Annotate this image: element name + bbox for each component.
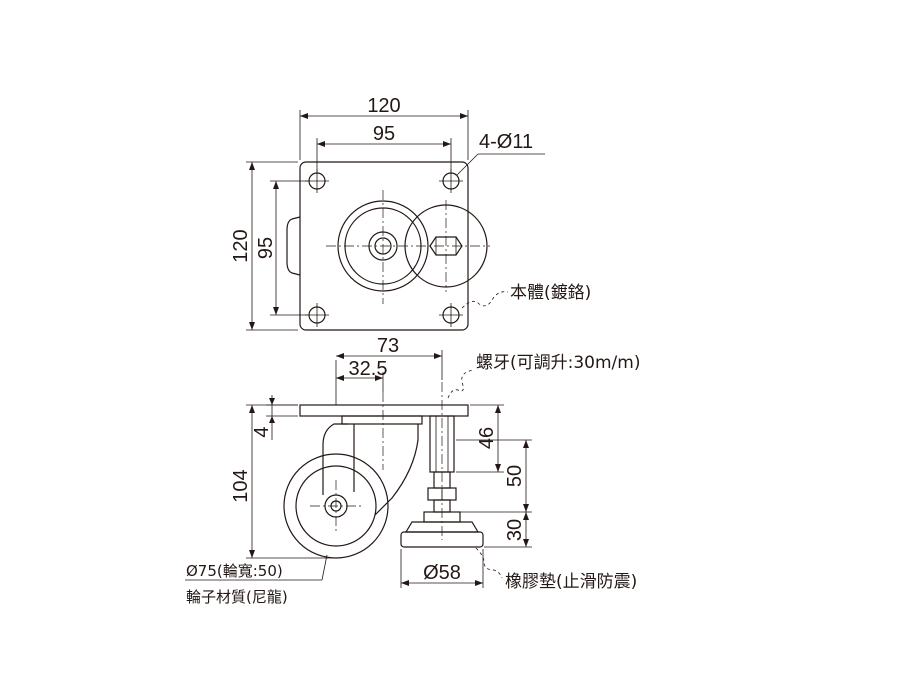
dim-120-width: 120 — [367, 95, 400, 117]
holes-callout: 4-Ø11 — [456, 131, 545, 176]
dim-32-5: 32.5 — [336, 358, 387, 392]
thread-callout: 螺牙(可調升:30m/m) — [447, 353, 640, 399]
leveler-stem — [423, 415, 461, 523]
top-view: 120 95 4-Ø11 120 — [230, 95, 591, 331]
dim-width-holes: 95 — [316, 123, 452, 172]
dim-4-label: 4 — [251, 426, 273, 437]
wheel-callout: Ø75(輪寬:50) 輪子材質(尼龍) — [185, 554, 328, 606]
body-callout: 本體(鍍鉻) — [461, 282, 591, 309]
dim-pad-dia-label: Ø58 — [423, 562, 461, 584]
mount-plate-top — [299, 161, 469, 331]
pad-label: 橡膠墊(止滑防震) — [505, 572, 637, 592]
dim-height-holes: 95 — [255, 180, 308, 316]
dim-104: 104 — [230, 404, 336, 559]
side-view: 73 32.5 4 104 — [185, 335, 640, 606]
dim-73: 73 — [335, 335, 443, 405]
dim-104-label: 104 — [230, 469, 252, 502]
dim-120-height: 120 — [230, 229, 252, 262]
dim-30: 30 — [484, 512, 532, 548]
swivel-housing — [341, 415, 423, 425]
dim-4: 4 — [251, 395, 298, 440]
fork-right — [374, 424, 419, 516]
wheel-label-1: Ø75(輪寬:50) — [186, 562, 283, 580]
holes-label: 4-Ø11 — [479, 131, 533, 153]
dim-50-label: 50 — [504, 465, 526, 487]
mount-plate-side — [299, 404, 469, 417]
dim-32-5-label: 32.5 — [349, 358, 388, 380]
pad-callout: 橡膠墊(止滑防震) — [475, 547, 637, 592]
bolt-holes — [305, 169, 463, 327]
dim-height-outer: 120 — [230, 161, 298, 331]
dim-46: 46 — [456, 404, 504, 473]
fork-left — [322, 423, 348, 495]
dim-95-width: 95 — [373, 123, 395, 145]
body-label: 本體(鍍鉻) — [510, 282, 591, 303]
dim-30-label: 30 — [504, 519, 526, 541]
dim-46-label: 46 — [476, 427, 498, 449]
dim-width-outer: 120 — [299, 95, 469, 160]
dim-95-height: 95 — [255, 237, 277, 259]
dim-50: 50 — [456, 439, 532, 513]
wheel-label-2: 輪子材質(尼龍) — [186, 588, 288, 606]
bracket-tab — [286, 216, 301, 276]
dim-73-label: 73 — [377, 335, 399, 357]
dim-pad-dia: Ø58 — [400, 549, 484, 588]
thread-label: 螺牙(可調升:30m/m) — [476, 353, 640, 373]
